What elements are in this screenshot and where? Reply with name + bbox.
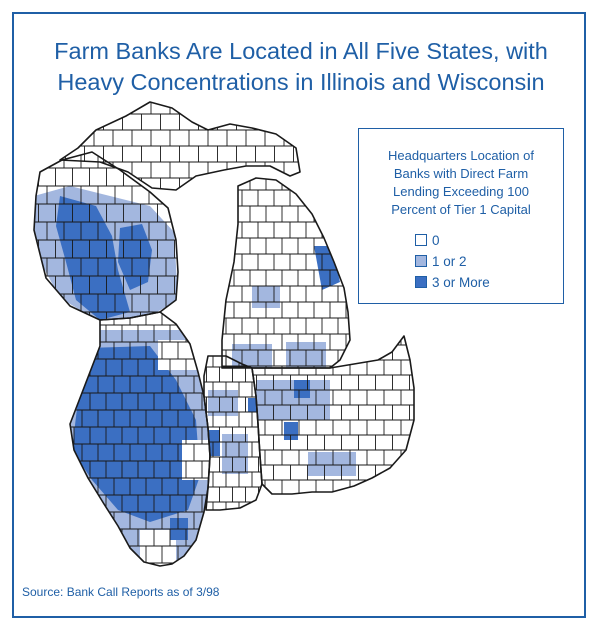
region-ohio-light-2 bbox=[308, 452, 356, 476]
legend-item-zero: 0 bbox=[415, 233, 440, 249]
county-grid-wi bbox=[34, 152, 178, 320]
title-line-2: Heavy Concentrations in Illinois and Wis… bbox=[57, 69, 545, 95]
region-ohio-light-1 bbox=[256, 380, 330, 420]
legend-label-one-or-two: 1 or 2 bbox=[432, 254, 467, 269]
legend-title-line-4: Percent of Tier 1 Capital bbox=[391, 202, 531, 217]
legend-item-three-or-more: 3 or More bbox=[415, 275, 490, 291]
region-lower-michigan-light-1 bbox=[252, 286, 280, 308]
legend-swatch-zero bbox=[415, 234, 427, 246]
legend-item-one-or-two: 1 or 2 bbox=[415, 254, 467, 270]
region-ohio-dark-1 bbox=[294, 380, 310, 398]
region-wisconsin-dark-east bbox=[118, 224, 152, 290]
legend-swatch-one-or-two bbox=[415, 255, 427, 267]
state-ohio bbox=[252, 336, 414, 494]
legend-swatch-three-or-more bbox=[415, 276, 427, 288]
legend-label-three-or-more: 3 or More bbox=[432, 275, 490, 290]
source-note: Source: Bank Call Reports as of 3/98 bbox=[22, 585, 220, 599]
map-title: Farm Banks Are Located in All Five State… bbox=[14, 36, 588, 98]
legend: Headquarters Location of Banks with Dire… bbox=[358, 128, 564, 304]
legend-title-line-2: Banks with Direct Farm bbox=[393, 166, 529, 181]
state-outlines bbox=[33, 101, 415, 567]
legend-title: Headquarters Location of Banks with Dire… bbox=[359, 147, 563, 219]
title-line-1: Farm Banks Are Located in All Five State… bbox=[54, 38, 548, 64]
region-ohio-dark-2 bbox=[284, 422, 298, 440]
legend-title-line-3: Lending Exceeding 100 bbox=[393, 184, 529, 199]
legend-label-zero: 0 bbox=[432, 233, 440, 248]
state-lower-michigan bbox=[222, 178, 350, 368]
legend-title-line-1: Headquarters Location of bbox=[388, 148, 534, 163]
region-illinois-white-2 bbox=[182, 440, 210, 480]
